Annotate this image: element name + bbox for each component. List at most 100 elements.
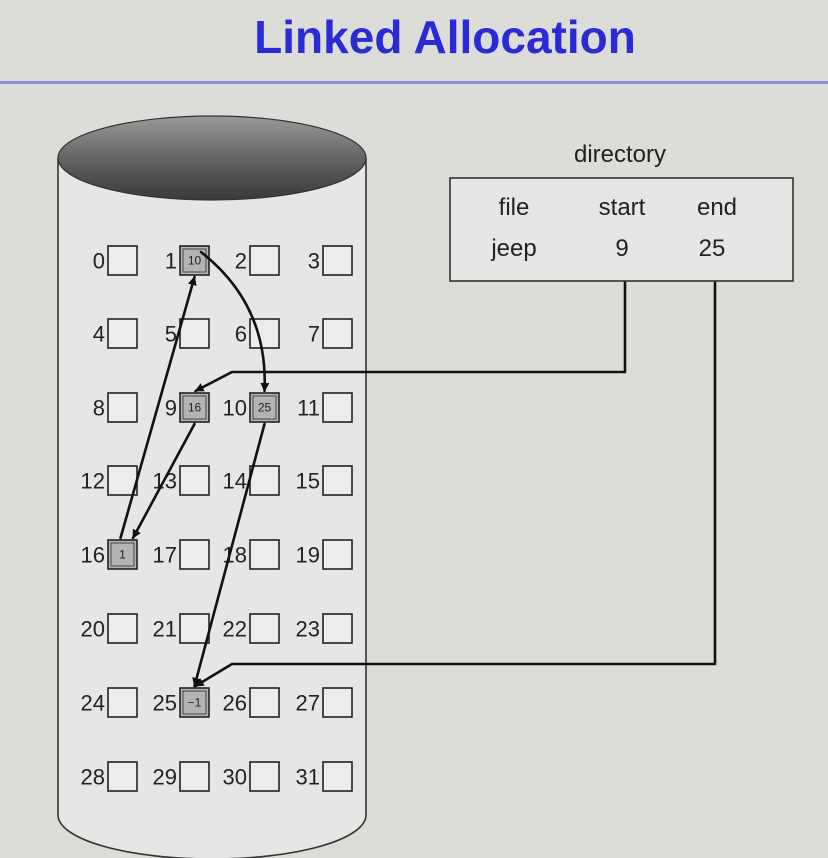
free-block-box [249,245,280,276]
entry-end-block: 25 [699,235,726,262]
free-block-box [179,539,210,570]
block-number: 25 [153,691,177,716]
free-block-box [179,761,210,792]
block-number: 31 [296,765,320,790]
free-block-box [322,392,353,423]
block-number: 12 [81,469,105,494]
disk-block-2: 2 [235,245,280,276]
next-block-pointer: 10 [188,254,202,268]
pointer-field [110,542,135,567]
disk-block-23: 23 [296,613,353,644]
allocated-block-box [179,245,210,276]
next-block-pointer: 25 [258,401,272,415]
directory-label: directory [574,141,666,168]
block-number: 19 [296,543,320,568]
disk-block-17: 17 [153,539,210,570]
block-number: 14 [223,469,247,494]
allocated-block-box [107,539,138,570]
next-block-pointer: −1 [188,696,202,710]
disk-block-10: 10 25 [223,392,280,423]
free-block-box [107,465,138,496]
disk-block-3: 3 [308,245,353,276]
allocated-block-box [179,687,210,718]
entry-file-name: jeep [490,235,536,262]
free-block-box [322,613,353,644]
block-number: 4 [93,322,105,347]
free-block-box [107,245,138,276]
block-number: 10 [223,396,247,421]
directory-end-pointer [194,270,717,688]
disk-block-21: 21 [153,613,210,644]
allocated-block-box [179,392,210,423]
block-number: 17 [153,543,177,568]
pointer-field [182,395,207,420]
free-block-box [249,761,280,792]
free-block-box [322,687,353,718]
free-block-box [322,318,353,349]
allocated-block-box [249,392,280,423]
block-number: 20 [81,617,105,642]
free-block-box [107,392,138,423]
block-number: 22 [223,617,247,642]
pointer-field [182,248,207,273]
disk-block-28: 28 [81,761,138,792]
free-block-box [322,539,353,570]
link-pointers [119,250,717,688]
disk-block-5: 5 [165,318,210,349]
disk-block-16: 16 1 [81,539,138,570]
link-arrow-16-to-1 [119,275,197,540]
next-block-pointer: 1 [119,548,126,562]
disk-block-15: 15 [296,465,353,496]
free-block-box [322,465,353,496]
disk-block-19: 19 [296,539,353,570]
pointer-field [252,395,277,420]
pointer-field [182,690,207,715]
disk-block-31: 31 [296,761,353,792]
block-number: 5 [165,322,177,347]
directory-start-pointer [194,270,627,393]
disk-block-9: 9 16 [165,392,210,423]
disk-block-18: 18 [223,539,280,570]
disk-block-30: 30 [223,761,280,792]
free-block-box [249,613,280,644]
disk-block-22: 22 [223,613,280,644]
free-block-box [249,465,280,496]
disk-top-cap [57,115,367,201]
block-number: 7 [308,322,320,347]
disk-block-29: 29 [153,761,210,792]
free-block-box [107,687,138,718]
free-block-box [179,465,210,496]
disk-block-8: 8 [93,392,138,423]
block-number: 15 [296,469,320,494]
disk-block-14: 14 [223,465,280,496]
block-number: 16 [81,543,105,568]
block-number: 9 [165,396,177,421]
block-number: 24 [81,691,105,716]
disk-block-4: 4 [93,318,138,349]
next-block-pointer: 16 [188,401,202,415]
link-arrow-10-to-25 [192,422,266,688]
title-divider [0,81,828,84]
slide-title: Linked Allocation [254,11,636,63]
link-arrow-9-to-16 [131,422,196,540]
free-block-box [107,761,138,792]
block-number: 30 [223,765,247,790]
header-file: file [499,194,530,221]
disk-block-11: 11 [297,392,353,423]
disk-block-24: 24 [81,687,138,718]
free-block-box [179,318,210,349]
directory-table: directory file start end jeep 9 25 [449,141,794,282]
block-number: 29 [153,765,177,790]
block-number: 11 [297,396,320,421]
block-number: 6 [235,322,247,347]
block-number: 2 [235,249,247,274]
disk-block-0: 0 [93,245,138,276]
block-number: 28 [81,765,105,790]
block-number: 3 [308,249,320,274]
free-block-box [107,318,138,349]
free-block-box [107,613,138,644]
disk-block-13: 13 [153,465,210,496]
